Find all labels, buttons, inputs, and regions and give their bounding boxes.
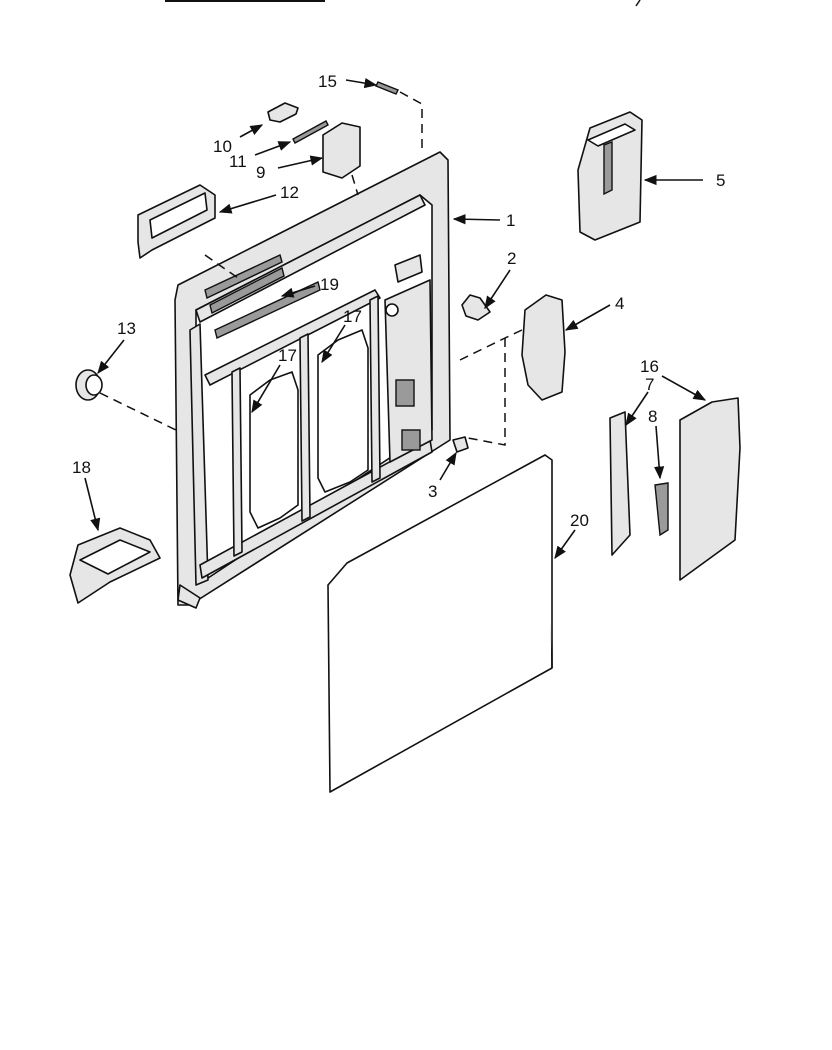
leader-10 [239,124,264,138]
assembly-line-9 [351,174,359,196]
leader-9 [277,155,324,169]
callout-3: 3 [428,482,437,501]
leader-17b [321,324,346,364]
callout-5: 5 [716,171,725,190]
callout-17a: 17 [278,346,297,365]
leader-11 [254,141,292,156]
callout-18: 18 [72,458,91,477]
assembly-line-13 [99,392,181,433]
part-15-screw [375,81,399,95]
callout-8: 8 [648,407,657,426]
leader-3 [439,451,457,481]
part-9-bracket [322,122,361,179]
callout-17b: 17 [343,307,362,326]
part-2-clip [461,294,491,321]
leader-4 [564,304,611,331]
callout-16: 16 [640,357,659,376]
assembly-line-15 [399,91,423,148]
part-8-spring [654,482,669,537]
assembly-line-4 [459,329,523,361]
leader-1 [452,214,501,225]
callout-19: 19 [320,275,339,294]
callout-20: 20 [570,511,589,530]
assembly-line-4b [467,338,506,446]
leader-13 [97,339,125,375]
top-border-tick [635,0,641,7]
leader-19 [280,285,316,298]
callout-9: 9 [256,163,265,182]
part-3-screw [452,436,469,453]
leader-15 [345,78,378,89]
part-16-cover [679,397,741,581]
callout-10: 10 [213,137,232,156]
inner-door-panel [174,151,451,609]
callout-2: 2 [507,249,516,268]
callout-12: 12 [280,183,299,202]
leader-17a [251,364,281,414]
leader-18 [84,477,101,532]
callout-11: 11 [229,152,247,171]
part-13-knob [75,369,103,401]
assembly-line-12 [204,254,239,279]
leader-20 [554,529,576,560]
part-5-latch [577,111,643,241]
part-4-latch-mechanism [521,294,566,401]
leader-2 [484,269,511,310]
part-10-clip [267,102,299,123]
leader-8 [654,425,665,480]
callout-1: 1 [506,211,515,230]
callout-15: 15 [318,72,337,91]
leader-7 [625,391,649,427]
part-18-bracket [69,527,161,604]
part-11-pin [292,120,329,144]
leader-16 [661,375,707,401]
callout-13: 13 [117,319,136,338]
door-panel [327,454,553,793]
callout-4: 4 [615,294,624,313]
leader-12 [218,194,277,214]
callout-7: 7 [645,375,654,394]
part-7-rail [609,411,631,556]
